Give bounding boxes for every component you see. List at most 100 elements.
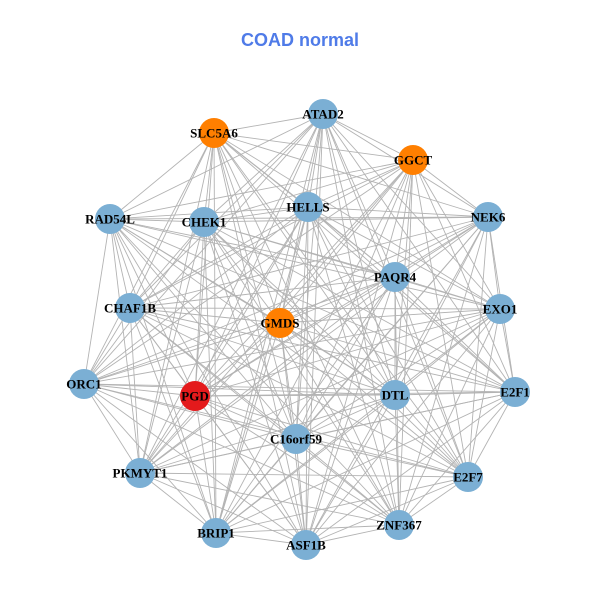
edge-DTL-E2F7 [394,394,469,478]
edge-SLC5A6-RAD54L [109,132,215,220]
node-circle [308,99,338,129]
edge-GMDS-E2F7 [279,322,469,478]
edge-ATAD2-PGD [194,113,324,397]
node-circle [199,118,229,148]
node-label: EXO1 [483,302,518,317]
edge-CHEK1-PKMYT1 [139,221,205,474]
node-circle [291,530,321,560]
edge-RAD54L-ORC1 [83,218,111,385]
node-C16orf59[interactable]: C16orf59 [270,424,322,454]
node-circle [473,202,503,232]
node-RAD54L[interactable]: RAD54L [85,204,135,234]
edge-PGD-PKMYT1 [139,395,196,474]
node-PGD[interactable]: PGD [180,381,210,411]
edge-ATAD2-PAQR4 [322,113,396,278]
edge-ATAD2-CHEK1 [203,113,324,223]
edge-SLC5A6-E2F1 [213,132,516,393]
node-circle [281,424,311,454]
edge-PKMYT1-ASF1B [139,472,307,546]
edge-DTL-E2F1 [394,391,516,396]
edge-NEK6-DTL [394,216,489,396]
edge-DTL-C16orf59 [295,394,396,440]
edge-C16orf59-PKMYT1 [139,438,297,474]
edge-ORC1-E2F1 [83,383,516,393]
node-circle [398,145,428,175]
edge-PGD-E2F7 [194,395,469,478]
edge-PKMYT1-BRIP1 [139,472,217,534]
node-ASF1B[interactable]: ASF1B [286,530,326,560]
node-CHAF1B[interactable]: CHAF1B [104,293,156,323]
node-GGCT[interactable]: GGCT [394,145,433,175]
node-NEK6[interactable]: NEK6 [471,202,506,232]
node-label: ASF1B [286,538,326,553]
edge-GGCT-HELLS [307,159,414,208]
edge-C16orf59-E2F7 [295,438,469,478]
edge-GMDS-PGD [194,322,281,397]
edge-ATAD2-SLC5A6 [213,113,324,134]
edge-PAQR4-EXO1 [394,276,501,310]
edge-CHAF1B-E2F7 [129,307,469,478]
edge-ATAD2-DTL [322,113,396,396]
edge-DTL-PKMYT1 [139,394,396,474]
edges-layer [83,113,516,546]
node-DTL[interactable]: DTL [380,380,410,410]
node-label: ATAD2 [302,107,343,122]
edge-ORC1-DTL [83,383,396,396]
node-label: DTL [382,388,409,403]
edge-SLC5A6-NEK6 [213,132,489,218]
node-PAQR4[interactable]: PAQR4 [374,262,417,292]
edge-PKMYT1-E2F7 [139,472,469,478]
node-circle [453,462,483,492]
edge-SLC5A6-BRIP1 [213,132,217,534]
edge-HELLS-PGD [194,206,309,397]
node-E2F7[interactable]: E2F7 [453,462,483,492]
node-E2F1[interactable]: E2F1 [500,377,530,407]
node-CHEK1[interactable]: CHEK1 [182,207,227,237]
edge-CHEK1-PGD [194,221,205,397]
edge-PAQR4-E2F1 [394,276,516,393]
edge-CHEK1-EXO1 [203,221,501,310]
edge-RAD54L-CHAF1B [109,218,131,309]
node-EXO1[interactable]: EXO1 [483,294,518,324]
edge-RAD54L-BRIP1 [109,218,217,534]
edge-NEK6-CHEK1 [203,216,489,223]
edge-ATAD2-GGCT [322,113,414,161]
node-PKMYT1[interactable]: PKMYT1 [113,458,168,488]
edge-CHEK1-ASF1B [203,221,307,546]
edge-CHEK1-BRIP1 [203,221,217,534]
edge-HELLS-E2F7 [307,206,469,478]
node-ATAD2[interactable]: ATAD2 [302,99,344,129]
edge-ORC1-PKMYT1 [83,383,141,474]
edge-GGCT-BRIP1 [215,159,414,534]
edge-HELLS-ASF1B [305,206,309,546]
edge-GMDS-E2F1 [279,322,516,393]
node-ORC1[interactable]: ORC1 [66,369,102,399]
node-BRIP1[interactable]: BRIP1 [197,518,235,548]
edge-DTL-ZNF367 [394,394,400,526]
node-circle [69,369,99,399]
node-HELLS[interactable]: HELLS [286,192,330,222]
edge-SLC5A6-PGD [194,132,215,397]
node-SLC5A6[interactable]: SLC5A6 [190,118,238,148]
edge-PKMYT1-ZNF367 [139,472,400,526]
edge-EXO1-ORC1 [83,308,501,385]
node-circle [115,293,145,323]
edge-GGCT-CHAF1B [129,159,414,309]
edge-PAQR4-E2F7 [394,276,469,478]
edge-HELLS-C16orf59 [295,206,309,440]
node-ZNF367[interactable]: ZNF367 [376,510,422,540]
edge-HELLS-E2F1 [307,206,516,393]
edge-CHEK1-E2F1 [203,221,516,393]
node-label: PAQR4 [374,270,417,285]
edge-RAD54L-EXO1 [109,218,501,310]
node-circle [384,510,414,540]
edge-CHEK1-GMDS [203,221,281,324]
edge-PAQR4-CHAF1B [129,276,396,309]
node-label: ZNF367 [376,518,422,533]
node-label: C16orf59 [270,432,322,447]
node-GMDS[interactable]: GMDS [261,308,300,338]
edge-GGCT-ZNF367 [398,159,414,526]
edge-HELLS-NEK6 [307,206,489,218]
edge-C16orf59-ASF1B [295,438,307,546]
